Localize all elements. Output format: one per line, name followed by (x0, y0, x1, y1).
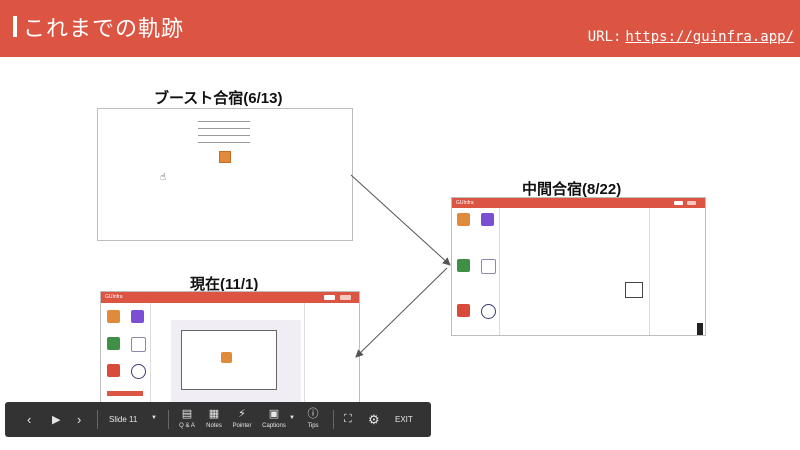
qa-button[interactable]: ▤ Q & A (172, 408, 202, 429)
url-label: URL: (587, 29, 622, 45)
security-icon (107, 364, 120, 377)
caption-boost: ブースト合宿(6/13) (154, 90, 283, 107)
hand-cursor-icon: ☝ (160, 172, 167, 183)
presentation-toolbar: ‹ ▶ › Slide 11 ▼ ▤ Q & A ▦ Notes ⚡ Point… (5, 402, 431, 437)
screenshot-current: GUInfra (100, 291, 360, 408)
prev-icon[interactable]: ‹ (27, 412, 32, 427)
network-icon (481, 213, 494, 226)
notes-button[interactable]: ▦ Notes (199, 408, 229, 429)
play-icon[interactable]: ▶ (52, 414, 61, 426)
app-header-thumbnail: GUInfra (452, 198, 705, 208)
url-line: URL:https://guinfra.app/ (588, 29, 794, 45)
scrollbar-handle (697, 323, 703, 335)
qa-icon: ▤ (181, 408, 193, 420)
slide-header: これまでの軌跡 URL:https://guinfra.app/ (0, 0, 800, 57)
slide-title: これまでの軌跡 (23, 16, 185, 41)
app-brand: GUInfra (105, 294, 123, 300)
url-link[interactable]: https://guinfra.app/ (625, 29, 794, 45)
dropdown-icon[interactable]: ▼ (151, 415, 157, 421)
lock-icon (457, 259, 470, 272)
router-icon (131, 337, 146, 352)
create-button-thumbnail (107, 391, 143, 396)
gateway-icon (131, 364, 146, 379)
app-icon-thumbnail (219, 151, 231, 163)
gateway-icon (481, 304, 496, 319)
lock-icon (107, 337, 120, 350)
compute-icon (457, 213, 470, 226)
caption-current: 現在(11/1) (190, 276, 259, 293)
compute-node-icon (221, 352, 232, 363)
pointer-button[interactable]: ⚡ Pointer (227, 408, 257, 429)
next-icon[interactable]: › (77, 412, 82, 427)
app-header-thumbnail: GUInfra (101, 292, 359, 303)
tips-button[interactable]: ⓘ Tips (298, 408, 328, 429)
title-accent-bar (13, 16, 17, 37)
captions-dropdown-icon[interactable]: ▼ (289, 415, 295, 421)
canvas-node (625, 282, 643, 298)
tips-icon: ⓘ (307, 408, 319, 420)
security-icon (457, 304, 470, 317)
compute-icon (107, 310, 120, 323)
captions-icon: ▣ (268, 408, 280, 420)
settings-icon[interactable]: ⚙ (368, 412, 380, 427)
login-form-thumbnail (198, 115, 250, 143)
caption-midterm: 中間合宿(8/22) (522, 181, 622, 198)
arrow-midterm-to-current (355, 267, 448, 358)
pointer-icon: ⚡ (238, 408, 246, 420)
fullscreen-icon[interactable]: ⛶ (344, 413, 352, 425)
screenshot-boost: ☝ (97, 108, 353, 241)
arrow-boost-to-midterm (350, 174, 451, 266)
screenshot-midterm: GUInfra (451, 197, 706, 336)
app-brand: GUInfra (456, 200, 474, 206)
network-icon (131, 310, 144, 323)
captions-button[interactable]: ▣ Captions (259, 408, 289, 429)
slide-selector[interactable]: Slide 11 (109, 415, 138, 424)
notes-icon: ▦ (208, 408, 220, 420)
exit-button[interactable]: EXIT (395, 415, 413, 424)
router-icon (481, 259, 496, 274)
